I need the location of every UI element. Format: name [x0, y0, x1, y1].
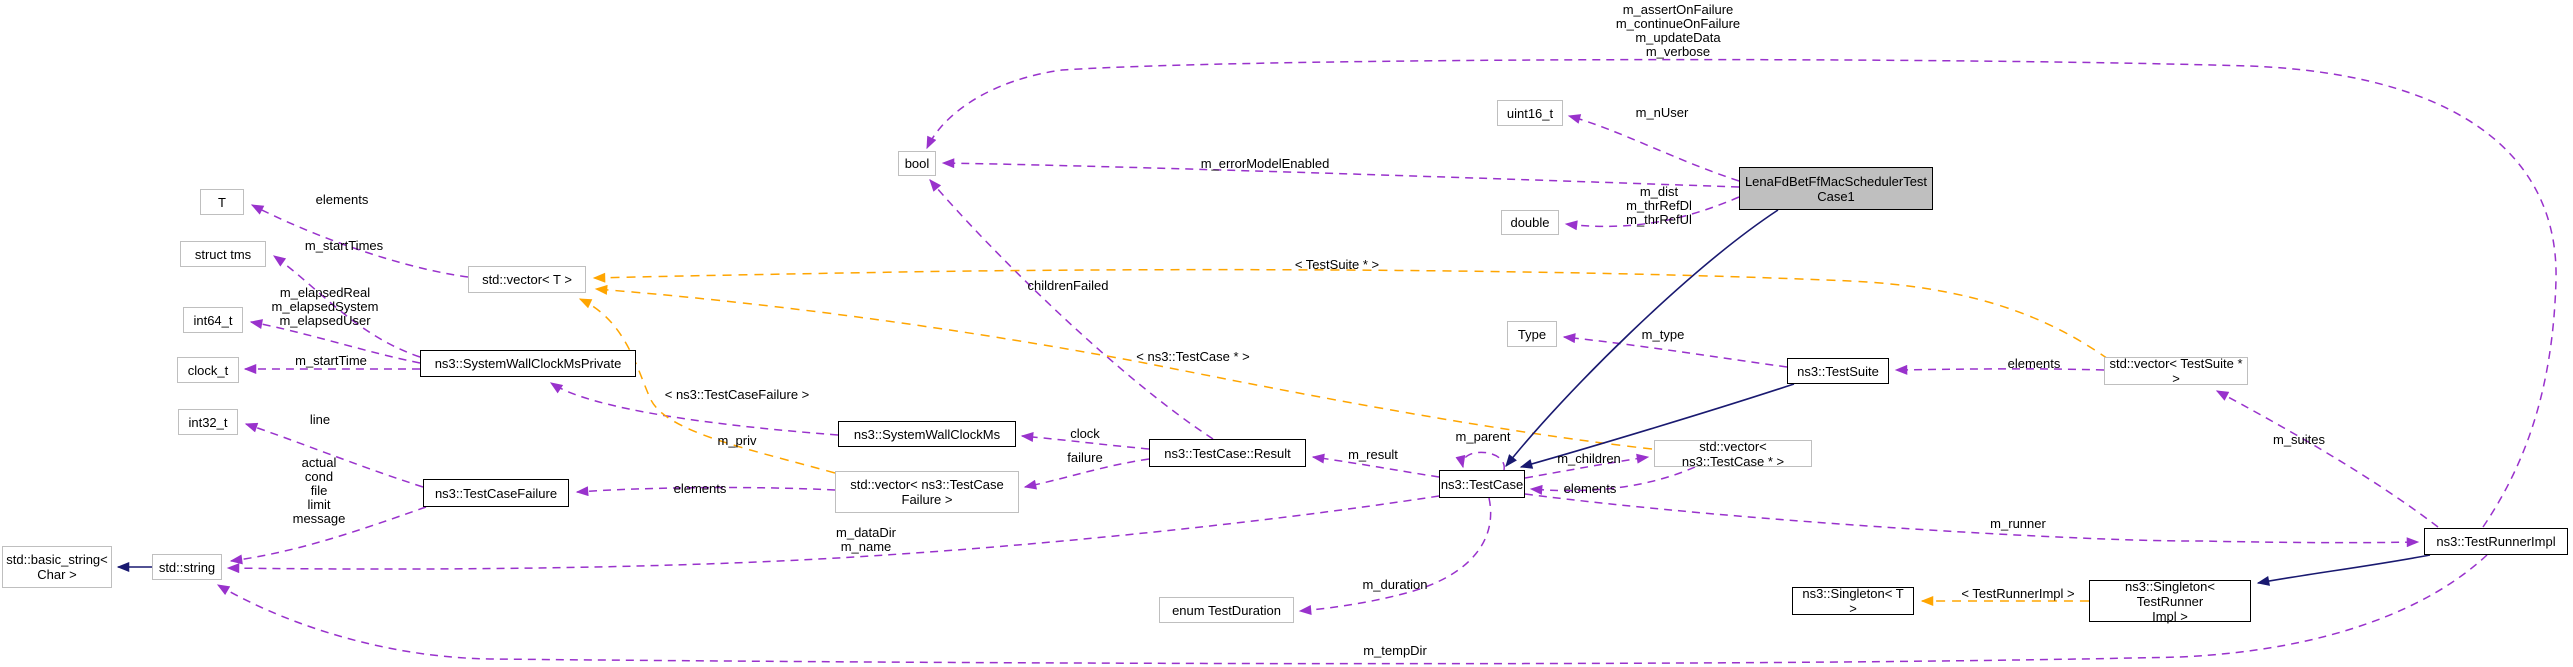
edge-m-duration	[1298, 497, 1492, 615]
edge-label-tpl-testcasefailure: < ns3::TestCaseFailure >	[664, 387, 810, 402]
edge-label-failure-fields: actual cond file limit message	[292, 455, 346, 526]
edge-label-line: line	[309, 412, 331, 427]
node-singleton-t[interactable]: ns3::Singleton< T >	[1792, 586, 1914, 616]
edge-label-m-nuser: m_nUser	[1635, 105, 1689, 120]
edge-label-m-tempdir: m_tempDir	[1363, 643, 1427, 658]
edge-m-datadir-m-name	[226, 495, 1440, 574]
node-t: T	[200, 189, 244, 215]
edge-label-elements: elements	[2007, 356, 2061, 371]
edge-label-m-duration: m_duration	[1362, 577, 1428, 592]
edge-label-m-result: m_result	[1348, 447, 1398, 462]
edge-m-type	[1562, 333, 1788, 368]
edge-label-childrenfailed: childrenFailed	[1027, 278, 1109, 293]
edge-label-elements: elements	[1563, 481, 1617, 496]
node-systemwallclockmsprivate[interactable]: ns3::SystemWallClockMsPrivate	[420, 350, 636, 377]
node-int32-t: int32_t	[178, 409, 238, 435]
edge-clock	[1020, 432, 1150, 450]
node-int64-t: int64_t	[183, 307, 243, 333]
edge-label-tpl-testsuite: < TestSuite * >	[1294, 257, 1380, 272]
node-vector-testcase-ptr: std::vector< ns3::TestCase * >	[1654, 439, 1812, 469]
edge-elements-ts	[1894, 364, 2105, 375]
edge-label-m-runner: m_runner	[1990, 516, 2046, 531]
node-lenafdbetffmacschedulertestcase1: LenaFdBetFfMacSchedulerTest Case1	[1739, 167, 1933, 210]
node-testrunnerimpl[interactable]: ns3::TestRunnerImpl	[2424, 528, 2568, 555]
edge-label-m-suites: m_suites	[2272, 432, 2326, 447]
node-enum-testduration: enum TestDuration	[1159, 597, 1294, 623]
edge-inherit-runner-singleton	[2256, 554, 2431, 586]
edge-failure-fields	[229, 506, 427, 565]
edge-label-m-errormodelenabled: m_errorModelEnabled	[1200, 156, 1330, 171]
edge-label-elements: elements	[315, 192, 369, 207]
edge-label-m-datadir-m-name: m_dataDir m_name	[836, 525, 896, 554]
edge-label-m-thr: m_dist m_thrRefDl m_thrRefUl	[1626, 184, 1692, 227]
edge-m-elapsed	[249, 319, 421, 364]
node-systemwallclockms[interactable]: ns3::SystemWallClockMs	[838, 421, 1016, 447]
node-testcasefailure[interactable]: ns3::TestCaseFailure	[423, 479, 569, 507]
edge-elements-t	[250, 204, 469, 278]
edge-tpl-testcasefailure	[578, 298, 836, 474]
edge-m-parent	[1455, 451, 1505, 471]
edge-label-m-priv: m_priv	[717, 433, 757, 448]
edge-tpl-testcase	[594, 284, 1653, 450]
node-testcase-result[interactable]: ns3::TestCase::Result	[1149, 439, 1306, 467]
node-testcase[interactable]: ns3::TestCase	[1439, 470, 1525, 498]
edge-m-tempdir	[216, 554, 2488, 665]
node-std-string: std::string	[152, 554, 222, 580]
edge-m-errormodelenabled	[941, 158, 1740, 188]
edge-label-clock: clock	[1070, 426, 1100, 441]
edge-label-tpl-testcase: < ns3::TestCase * >	[1136, 349, 1250, 364]
edge-m-starttimes	[272, 255, 421, 358]
node-std-basic-string: std::basic_string< Char >	[2, 546, 112, 588]
edge-m-flags	[926, 58, 2557, 528]
node-uint16-t: uint16_t	[1497, 100, 1563, 126]
node-clock-t: clock_t	[177, 357, 239, 383]
edge-inherit-suite-testcase	[1519, 383, 1795, 469]
edge-label-elements: elements	[673, 481, 727, 496]
edge-label-m-flags: m_assertOnFailure m_continueOnFailure m_…	[1615, 2, 1741, 59]
edge-m-runner	[1524, 493, 2420, 548]
edge-m-nuser	[1567, 114, 1740, 182]
edge-m-thr	[1564, 196, 1740, 231]
node-bool: bool	[898, 151, 936, 176]
edge-label-m-starttimes: m_startTimes	[304, 238, 384, 253]
edge-label-m-elapsed: m_elapsedReal m_elapsedSystem m_elapsedU…	[271, 285, 379, 328]
edge-inherit-lena-testcase	[1505, 209, 1779, 467]
edge-line	[244, 422, 424, 488]
node-vector-testsuite-ptr: std::vector< TestSuite * >	[2104, 356, 2248, 386]
edge-m-children	[1524, 453, 1650, 479]
edge-m-result	[1311, 453, 1440, 478]
node-testsuite[interactable]: ns3::TestSuite	[1787, 358, 1889, 384]
node-singleton-testrunnerimpl[interactable]: ns3::Singleton< TestRunner Impl >	[2089, 579, 2251, 624]
edge-label-tpl-testrunnerimpl: < TestRunnerImpl >	[1961, 586, 2075, 601]
edge-tpl-testsuite	[592, 268, 2109, 360]
node-vector-t: std::vector< T >	[468, 266, 586, 293]
edge-label-m-children: m_children	[1557, 451, 1621, 466]
edge-label-m-type: m_type	[1641, 327, 1685, 342]
node-struct-tms: struct tms	[180, 241, 266, 267]
edge-elements-tc	[1529, 466, 1696, 495]
edge-label-m-starttime: m_startTime	[295, 353, 367, 368]
edge-label-m-parent: m_parent	[1455, 429, 1511, 444]
edge-elements-tcf	[575, 486, 836, 497]
edge-m-suites	[2215, 390, 2439, 528]
edge-label-failure: failure	[1067, 450, 1103, 465]
edge-failure	[1023, 458, 1150, 490]
edge-childrenfailed	[929, 179, 1214, 440]
node-vector-testcasefailure: std::vector< ns3::TestCase Failure >	[835, 471, 1019, 513]
node-double: double	[1501, 210, 1559, 235]
node-type: Type	[1507, 321, 1557, 347]
